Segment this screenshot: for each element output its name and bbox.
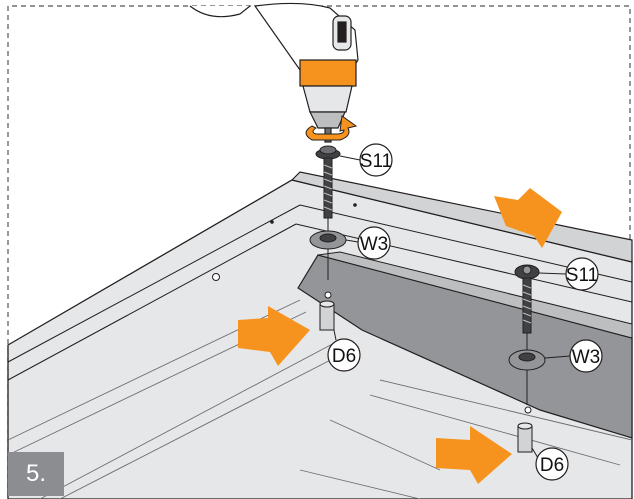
back-rail xyxy=(290,171,633,263)
floor-grooves xyxy=(7,299,633,499)
panel-hole xyxy=(212,273,220,281)
dowel-right xyxy=(517,422,533,453)
washer-left xyxy=(309,230,347,250)
label-washer-left: W3 xyxy=(345,226,391,260)
panel-hole xyxy=(353,203,357,207)
svg-text:S11: S11 xyxy=(566,265,598,286)
label-screw-right: S11 xyxy=(538,257,599,291)
insert-arrow-icon xyxy=(494,188,562,248)
svg-text:W3: W3 xyxy=(360,234,389,255)
label-screw-left: S11 xyxy=(339,143,393,177)
label-dowel-right: D6 xyxy=(531,447,569,481)
power-drill-icon xyxy=(189,2,359,143)
insert-arrow-icon xyxy=(238,306,310,366)
svg-text:W3: W3 xyxy=(572,347,601,368)
panel-hole xyxy=(270,220,274,224)
label-washer-right: W3 xyxy=(544,339,603,373)
washer-right xyxy=(508,349,546,371)
svg-text:D6: D6 xyxy=(332,346,356,367)
svg-text:D6: D6 xyxy=(540,455,564,476)
rotation-arrow-icon xyxy=(305,115,358,141)
insert-arrow-icon xyxy=(436,426,512,484)
step-number-badge: 5. xyxy=(8,452,64,496)
panel-edge-lines xyxy=(7,204,633,381)
svg-text:S11: S11 xyxy=(360,151,392,172)
screw-right xyxy=(514,264,540,405)
panel-hole xyxy=(324,291,332,299)
dowel-left xyxy=(319,300,335,331)
panel-hole xyxy=(524,406,532,414)
label-dowel-left: D6 xyxy=(327,329,361,372)
